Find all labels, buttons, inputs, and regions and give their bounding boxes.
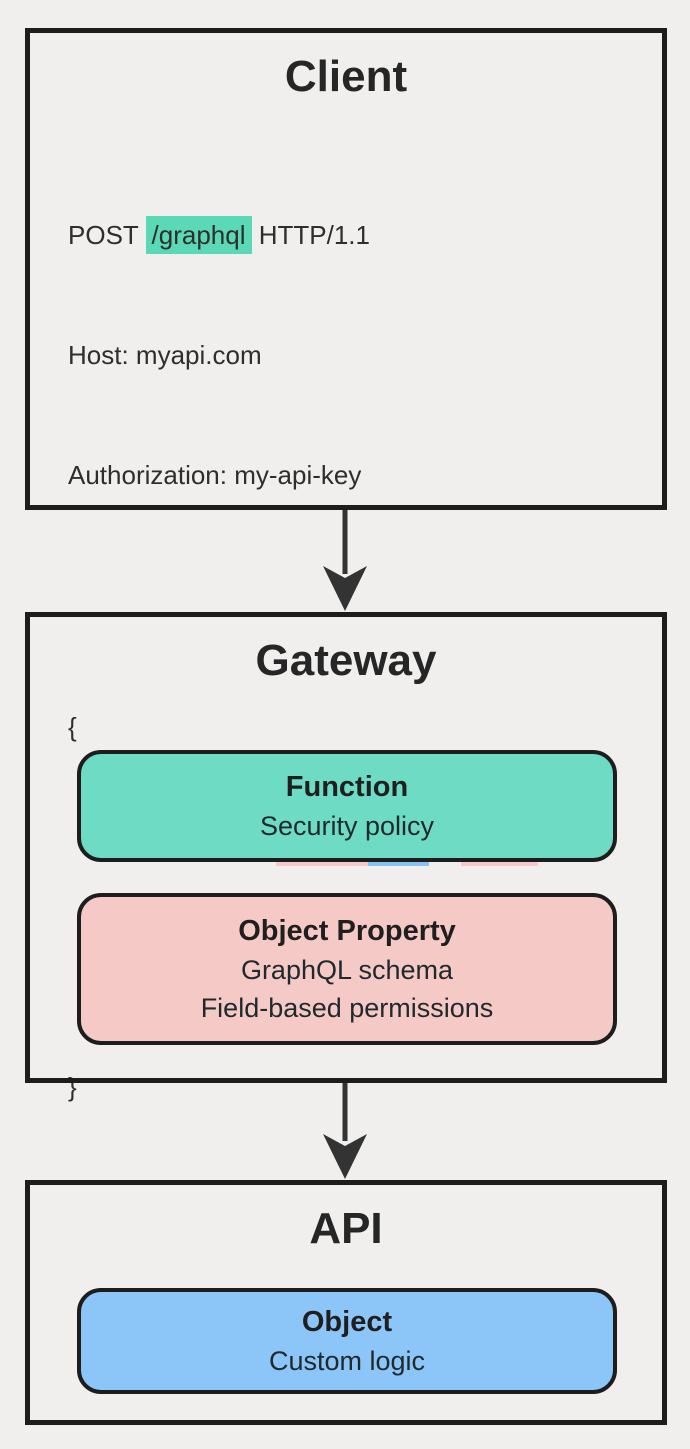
http-path-highlight: /graphql: [145, 216, 252, 255]
down-arrow-icon: [323, 1083, 367, 1179]
api-box: API Object Custom logic: [25, 1180, 667, 1425]
host-header: Host: myapi.com: [68, 340, 262, 371]
object-property-card-title: Object Property: [238, 915, 456, 947]
authorization-header: Authorization: my-api-key: [68, 460, 362, 491]
json-close-brace: }: [68, 1072, 77, 1103]
http-protocol: HTTP/1.1: [251, 220, 370, 251]
object-card: Object Custom logic: [77, 1288, 617, 1394]
function-card-title: Function: [285, 771, 409, 803]
object-property-card: Object Property GraphQL schema Field-bas…: [77, 893, 617, 1045]
arrow-client-to-gateway: [321, 510, 369, 612]
object-property-card-line-1: GraphQL schema: [240, 955, 454, 985]
object-card-line: Custom logic: [268, 1346, 426, 1376]
function-card: Function Security policy: [77, 750, 617, 862]
down-arrow-icon: [323, 510, 367, 611]
http-method: POST: [68, 220, 146, 251]
gateway-title: Gateway: [255, 636, 437, 685]
arrow-gateway-to-api: [321, 1083, 369, 1180]
request-line: POST /graphql HTTP/1.1: [68, 215, 662, 255]
json-open-brace: {: [68, 712, 77, 743]
client-title: Client: [284, 52, 408, 101]
api-title: API: [309, 1204, 383, 1253]
object-property-card-line-2: Field-based permissions: [200, 993, 494, 1023]
client-box: Client POST /graphql HTTP/1.1 Host: myap…: [25, 28, 667, 1102]
gateway-box: Gateway Function Security policy Object …: [25, 612, 667, 1083]
function-card-line: Security policy: [259, 811, 435, 841]
object-card-title: Object: [301, 1306, 393, 1338]
